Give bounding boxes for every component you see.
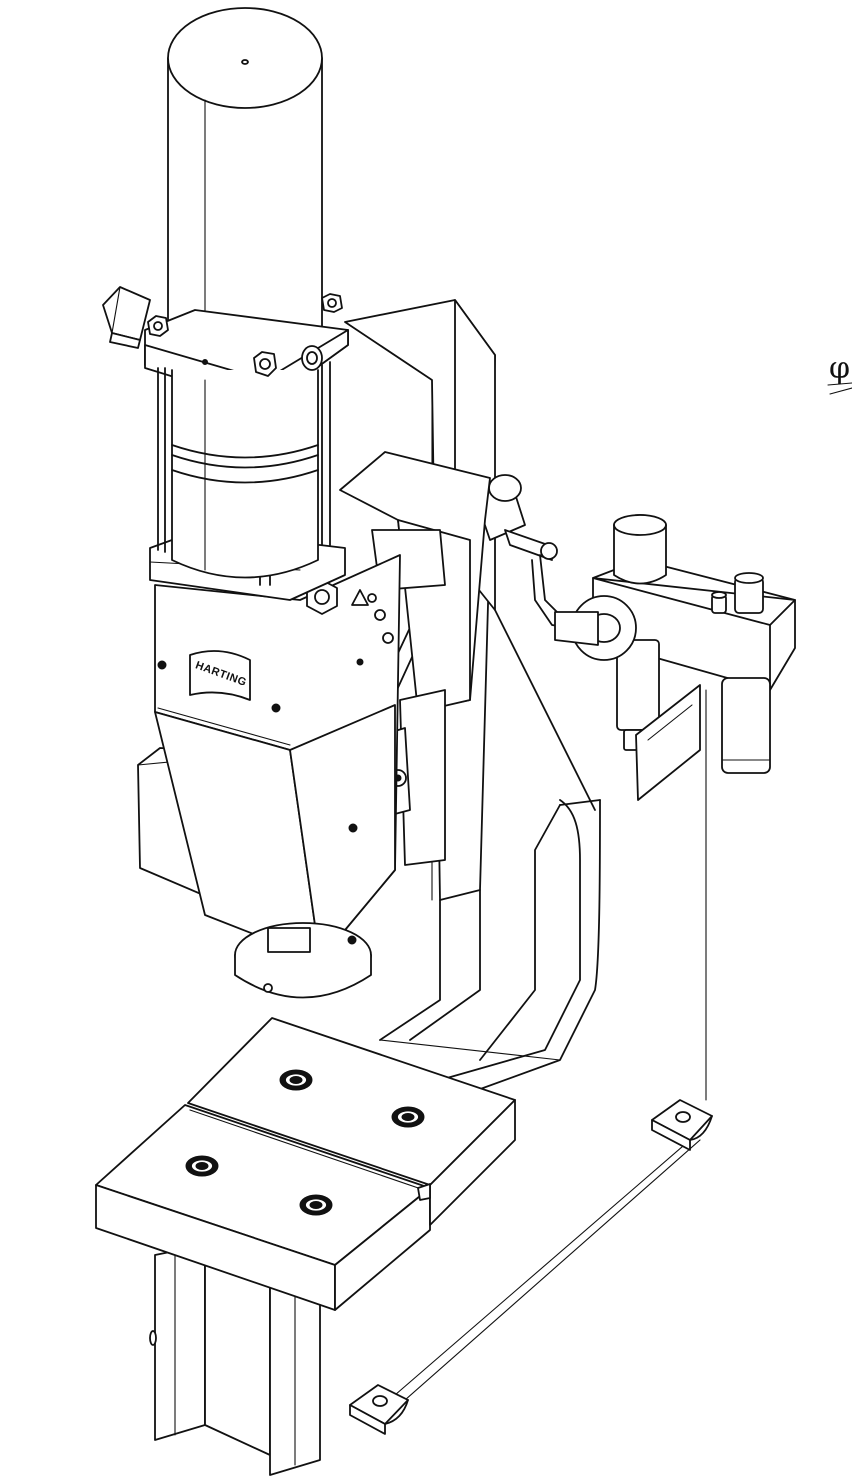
press-head: HARTING — [150, 540, 400, 998]
base-stand — [150, 1245, 320, 1475]
mounting-hole-3 — [186, 1156, 218, 1176]
air-service-unit — [572, 515, 795, 800]
mounting-hole-2 — [392, 1107, 424, 1127]
tie-rod-nut-right — [322, 294, 342, 312]
c-frame-throat — [380, 610, 600, 1100]
dimension-callout: φ — [828, 351, 852, 394]
hydraulic-cylinder — [103, 8, 348, 585]
work-table — [96, 1018, 515, 1310]
tie-rod-nut-left — [148, 316, 168, 336]
leveling-foot-left — [350, 1385, 408, 1434]
mounting-hole-1 — [280, 1070, 312, 1090]
leveling-foot-right — [652, 1100, 712, 1150]
mounting-hole-4 — [300, 1195, 332, 1215]
floor-reference-lines — [395, 690, 706, 1400]
tie-rod-nut-center — [254, 352, 276, 376]
table-mounting-holes — [186, 1070, 424, 1215]
dimension-symbol: φ — [829, 351, 850, 386]
